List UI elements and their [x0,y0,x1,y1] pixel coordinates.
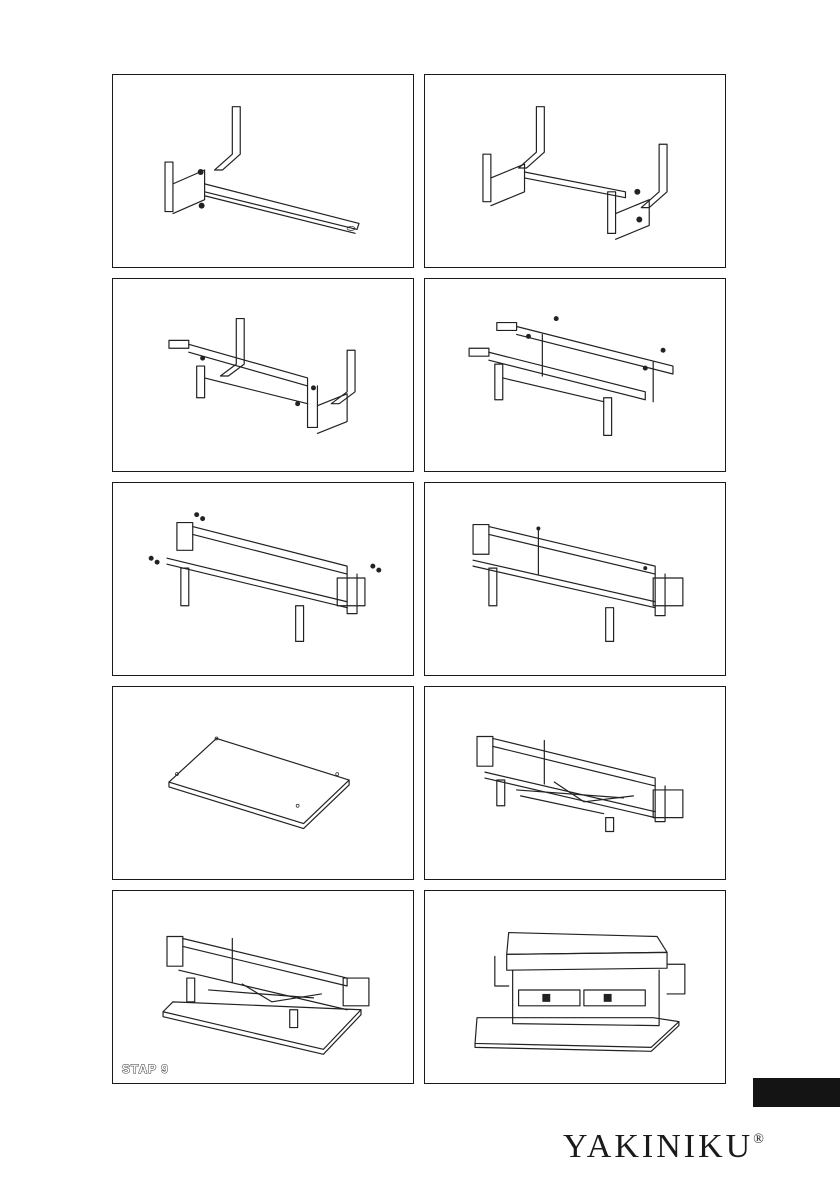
registered-mark: ® [753,1132,764,1147]
step-panel-1 [112,74,414,268]
side-rail-attached-icon [113,279,413,471]
two-brackets-joined-icon [425,75,725,267]
handles-and-screws-icon [113,483,413,675]
base-plate-icon [113,687,413,879]
frame-with-handles-icon [425,483,725,675]
bracket-and-flat-bar-icon [113,75,413,267]
step-panel-5 [112,482,414,676]
brand-logo: YAKINIKU® [563,1128,764,1166]
step-panel-3 [112,278,414,472]
step-panel-2 [424,74,726,268]
step-panel-8 [424,686,726,880]
step-panel-10 [424,890,726,1084]
step-label: STAP 9 [122,1062,169,1076]
step-panel-9: STAP 9 [112,890,414,1084]
brand-name: YAKINIKU [563,1128,753,1165]
frame-with-grate-bars-icon [425,687,725,879]
complete-grill-icon [425,891,725,1083]
step-panel-6 [424,482,726,676]
second-side-rail-icon [425,279,725,471]
step-panel-4 [424,278,726,472]
frame-on-base-plate-icon [113,891,413,1083]
page-tab [753,1078,840,1107]
step-panel-7 [112,686,414,880]
